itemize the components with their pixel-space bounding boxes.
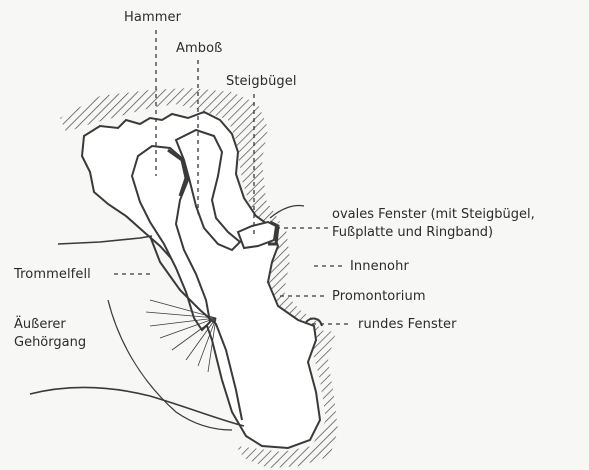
label-amboss: Amboß [176,40,222,57]
label-ovales-fenster-line2: Fußplatte und Ringband) [332,224,535,242]
label-hammer: Hammer [124,9,181,26]
label-trommelfell: Trommelfell [14,266,91,283]
label-rundes-fenster: rundes Fenster [358,316,457,333]
label-promontorium: Promontorium [332,288,426,305]
label-aeusserer-gehoergang: Äußerer Gehörgang [14,316,86,352]
label-ovales-fenster: ovales Fenster (mit Steigbügel, Fußplatt… [332,206,535,242]
label-aeusserer-line1: Äußerer [14,316,86,334]
label-innenohr: Innenohr [350,258,409,275]
label-steigbuegel: Steigbügel [226,73,297,90]
label-aeusserer-line2: Gehörgang [14,334,86,352]
ear-canal-upper-wall [58,236,152,244]
ear-canal-lower-wall [30,387,244,426]
label-ovales-fenster-line1: ovales Fenster (mit Steigbügel, [332,206,535,224]
